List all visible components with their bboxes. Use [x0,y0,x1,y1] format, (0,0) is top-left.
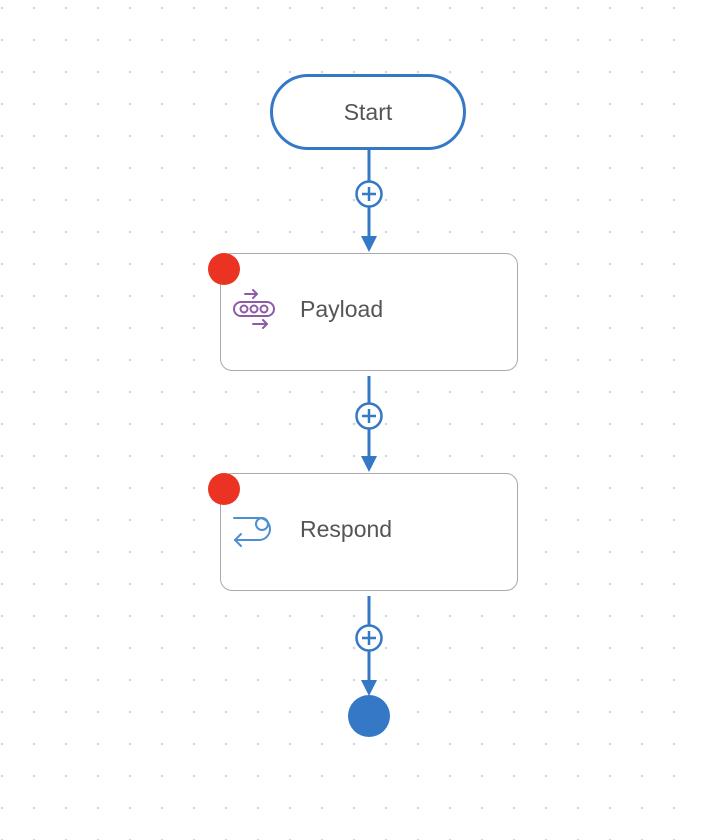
plus-icon [362,187,376,201]
add-step-button-1[interactable] [355,180,383,208]
arrow-icon [361,456,377,472]
start-node[interactable]: Start [270,74,466,150]
arrow-icon [361,236,377,252]
respond-return-icon [233,517,271,547]
error-indicator [208,473,240,505]
arrow-icon [361,680,377,696]
end-node[interactable] [348,695,390,737]
payload-conveyor-icon [233,289,275,329]
plus-icon [362,631,376,645]
plus-icon [362,409,376,423]
add-step-button-3[interactable] [355,624,383,652]
respond-node[interactable]: Respond [208,473,518,591]
start-label: Start [343,98,393,125]
node-label: Respond [300,516,393,542]
payload-node[interactable]: Payload [208,253,518,371]
node-label: Payload [300,296,384,322]
error-indicator [208,253,240,285]
add-step-button-2[interactable] [355,402,383,430]
